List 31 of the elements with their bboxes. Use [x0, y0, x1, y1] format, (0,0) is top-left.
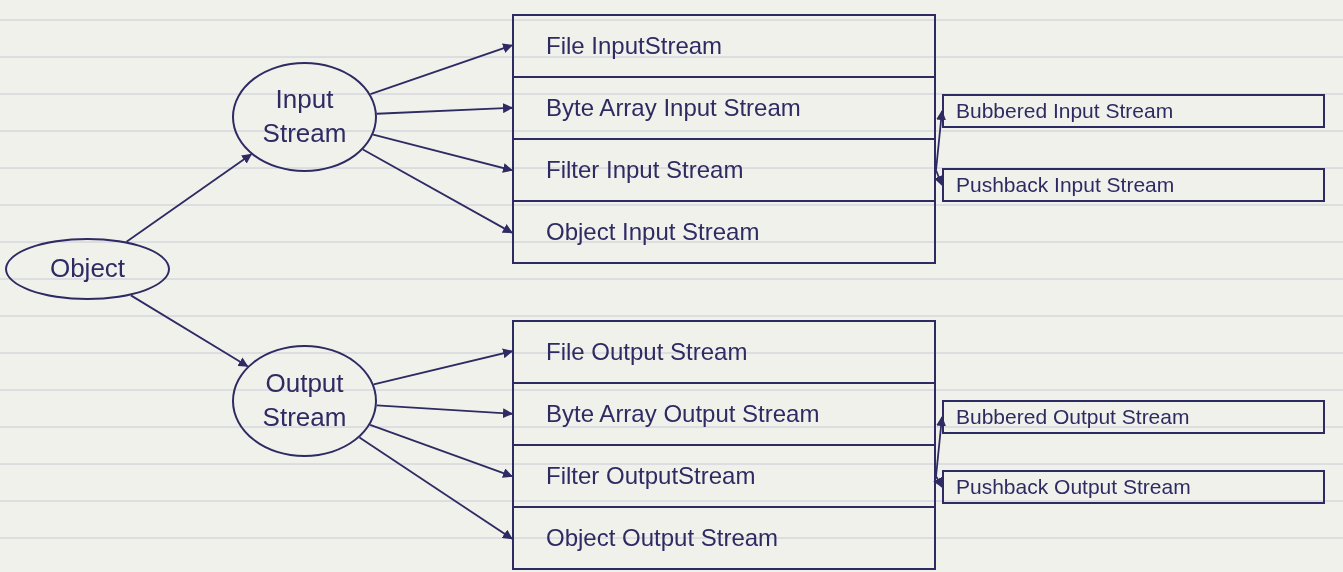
class-group-box [512, 320, 936, 570]
class-group-box [512, 14, 936, 264]
class-row: File Output Stream [514, 322, 934, 384]
arrow [125, 153, 253, 243]
class-row: Filter Input Stream [514, 140, 934, 202]
arrow [362, 148, 513, 234]
arrow [369, 43, 513, 96]
class-ellipse: Output Stream [232, 345, 377, 457]
arrow [935, 416, 947, 478]
arrow [369, 423, 513, 478]
arrow [935, 110, 947, 172]
class-row: Object Output Stream [514, 508, 934, 568]
class-row: Object Input Stream [514, 202, 934, 262]
arrow [933, 475, 943, 488]
arrow [376, 103, 513, 115]
class-box: Pushback Output Stream [942, 470, 1325, 504]
class-ellipse: Object [5, 238, 170, 300]
class-box: Bubbered Output Stream [942, 400, 1325, 434]
class-row: Filter OutputStream [514, 446, 934, 508]
arrow [372, 133, 513, 173]
arrow [934, 169, 944, 186]
class-row: Byte Array Input Stream [514, 78, 934, 140]
class-box: Pushback Input Stream [942, 168, 1325, 202]
class-row: Byte Array Output Stream [514, 384, 934, 446]
arrow [129, 294, 249, 368]
arrow [375, 404, 513, 419]
class-ellipse: Input Stream [232, 62, 377, 172]
class-box: Bubbered Input Stream [942, 94, 1325, 128]
arrow [372, 348, 513, 386]
arrow [358, 436, 513, 540]
class-row: File InputStream [514, 16, 934, 78]
